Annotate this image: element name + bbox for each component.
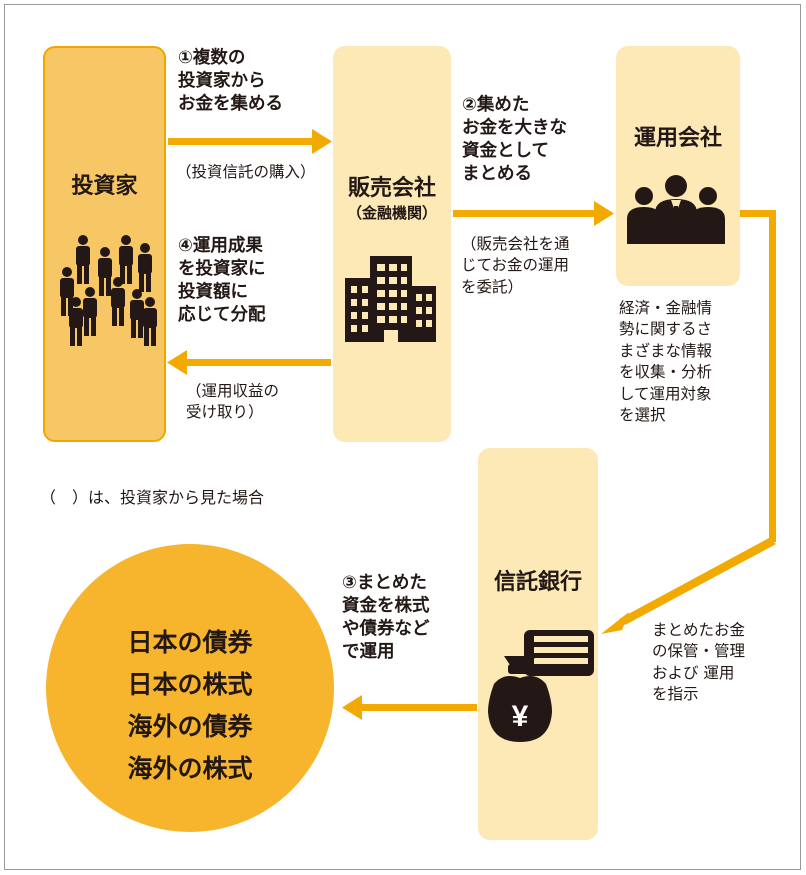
seller-box [333,46,451,442]
arrow-seller-to-investor [185,359,331,366]
trust-note: まとめたお金 の保管・管理 および 運用 を指示 [652,621,746,704]
seller-title: 販売会社 [347,176,436,201]
manager-note: 経済・金融情 勢に関するさ まざまな情報 を収集・分析 して運用対象 を選択 [619,299,713,424]
legend-note: （ ）は、投資家から見た場合 [40,488,265,507]
step4-label: ④運用成果 を投資家に 投資額に 応じて分配 [178,236,266,326]
asset-item: 日本の債券 [127,628,253,657]
step2-note: （販売会社を通 じてお金の運用 を委託） [461,235,570,296]
arrow-trust-to-assets-head [342,695,362,720]
step3-label: ③まとめた 資金を株式 や債券など で運用 [342,573,430,663]
arrow-seller-to-manager [453,210,596,217]
asset-item: 海外の債券 [127,712,253,741]
yen-symbol: ¥ [512,700,529,733]
arrow-manager-to-trust-a [740,210,776,217]
assets-circle [46,544,334,832]
step4-note: （運用収益の 受け取り） [186,382,280,422]
arrow-manager-to-trust-head [601,612,629,634]
arrow-seller-to-manager-head [594,201,614,226]
arrow-investor-to-seller [168,138,314,145]
asset-item: 日本の株式 [127,670,253,699]
arrow-trust-to-assets [360,704,477,711]
arrow-investor-to-seller-head [312,129,332,154]
trust-bank-title: 信託銀行 [493,570,582,595]
manager-box [616,46,740,286]
step2-label: ②集めた お金を大きな 資金として まとめる [462,95,567,185]
asset-list: 日本の債券 日本の株式 海外の債券 海外の株式 [46,622,334,790]
diagram-frame [4,4,801,870]
step1-label: ①複数の 投資家から お金を集める [178,48,283,115]
seller-subtitle: （金融機関） [346,204,437,222]
arrow-seller-to-investor-head [167,350,187,375]
manager-title: 運用会社 [633,126,722,151]
investor-title: 投資家 [71,174,138,199]
step1-note: （投資信託の購入） [176,163,316,181]
arrow-manager-to-trust-c [619,538,776,625]
asset-item: 海外の株式 [127,754,253,783]
arrow-manager-to-trust-b [769,210,776,542]
